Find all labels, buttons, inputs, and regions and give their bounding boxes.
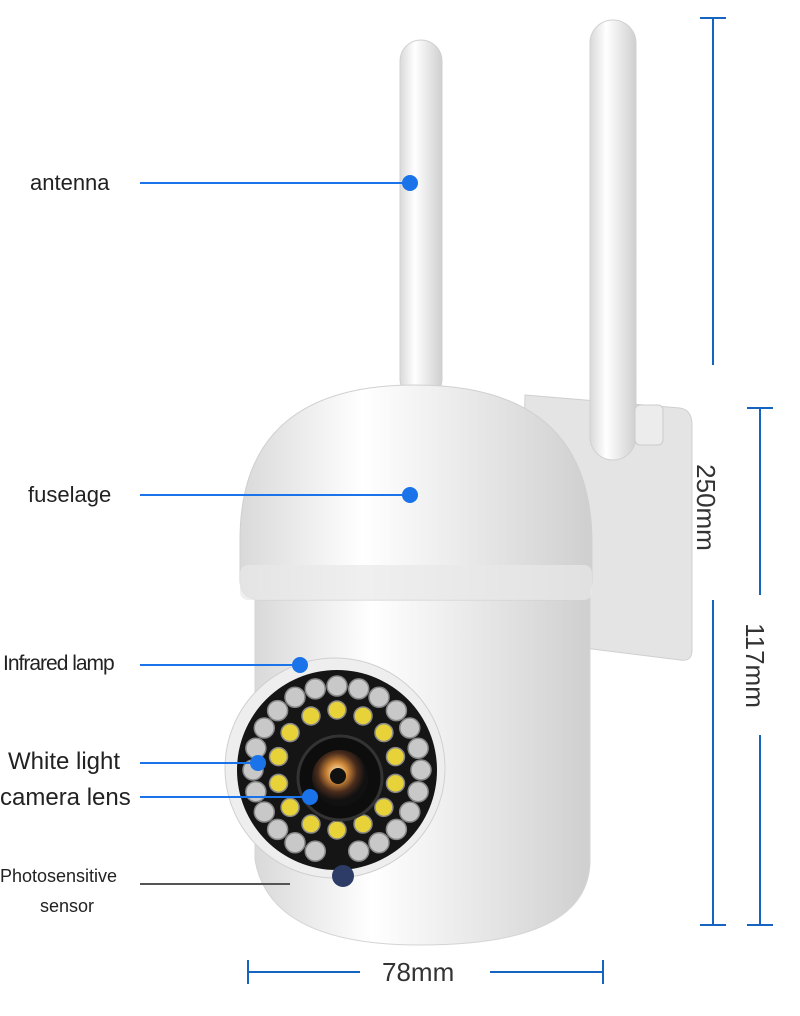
- white-light-led: [301, 814, 321, 834]
- white-light-led: [353, 706, 373, 726]
- white-light-led: [327, 700, 347, 720]
- infrared-led: [347, 840, 370, 862]
- fuselage-callout-dot: [402, 487, 418, 503]
- infrared-led: [407, 737, 429, 760]
- white-light-led: [327, 820, 347, 840]
- width-dimension: 78mm: [382, 957, 455, 987]
- infrared-led: [407, 780, 429, 803]
- white-light-led: [385, 746, 406, 767]
- infrared-led: [398, 801, 421, 823]
- infrared-led: [266, 699, 289, 722]
- infrared-led: [347, 678, 370, 700]
- white-light-led: [385, 773, 406, 794]
- photosensitive-label-line2: sensor: [40, 896, 95, 916]
- white-light-led: [280, 722, 300, 743]
- infrared-led: [253, 717, 276, 739]
- white-light-led: [268, 773, 289, 794]
- white-light-led: [353, 814, 373, 834]
- left-antenna: [399, 39, 443, 401]
- fuselage-label: fuselage: [28, 482, 112, 507]
- infrared-callout-dot: [292, 657, 308, 673]
- infrared-led: [245, 737, 267, 760]
- infrared-led: [398, 717, 421, 739]
- infrared-led: [326, 675, 348, 697]
- infrared-led: [245, 780, 267, 803]
- infrared-led: [284, 686, 306, 709]
- white-light-led: [280, 797, 300, 818]
- infrared-led: [368, 831, 390, 854]
- white-light-callout-dot: [250, 755, 266, 771]
- white-light-led: [301, 706, 321, 726]
- white-light-led: [374, 722, 394, 743]
- right-antenna: [589, 19, 637, 461]
- infrared-led: [266, 818, 289, 841]
- total-height-dimension: 250mm: [690, 464, 721, 551]
- camera-lens-label: camera lens: [0, 784, 131, 811]
- lens-callout-dot: [302, 789, 318, 805]
- infrared-led: [385, 699, 408, 722]
- photosensitive-label-line1: Photosensitive: [0, 866, 118, 886]
- antenna-label: antenna: [30, 170, 110, 195]
- body-height-dimension: 117mm: [739, 623, 770, 708]
- antenna-callout-dot: [402, 175, 418, 191]
- lens-pupil: [330, 768, 346, 784]
- infrared-led: [284, 831, 306, 854]
- antenna-hinge: [634, 404, 664, 446]
- photosensitive-sensor: [332, 865, 354, 887]
- infrared-led: [304, 840, 327, 862]
- white-light-label: White light: [8, 748, 121, 775]
- infrared-led: [410, 759, 432, 781]
- infrared-led: [253, 801, 276, 823]
- infrared-lamp-label: Infrared lamp: [3, 652, 115, 675]
- infrared-led: [304, 678, 327, 700]
- white-light-led: [374, 797, 394, 818]
- white-light-led: [268, 746, 289, 767]
- infrared-led: [368, 686, 390, 709]
- infrared-led: [385, 818, 408, 841]
- dimension-lines: [247, 17, 773, 984]
